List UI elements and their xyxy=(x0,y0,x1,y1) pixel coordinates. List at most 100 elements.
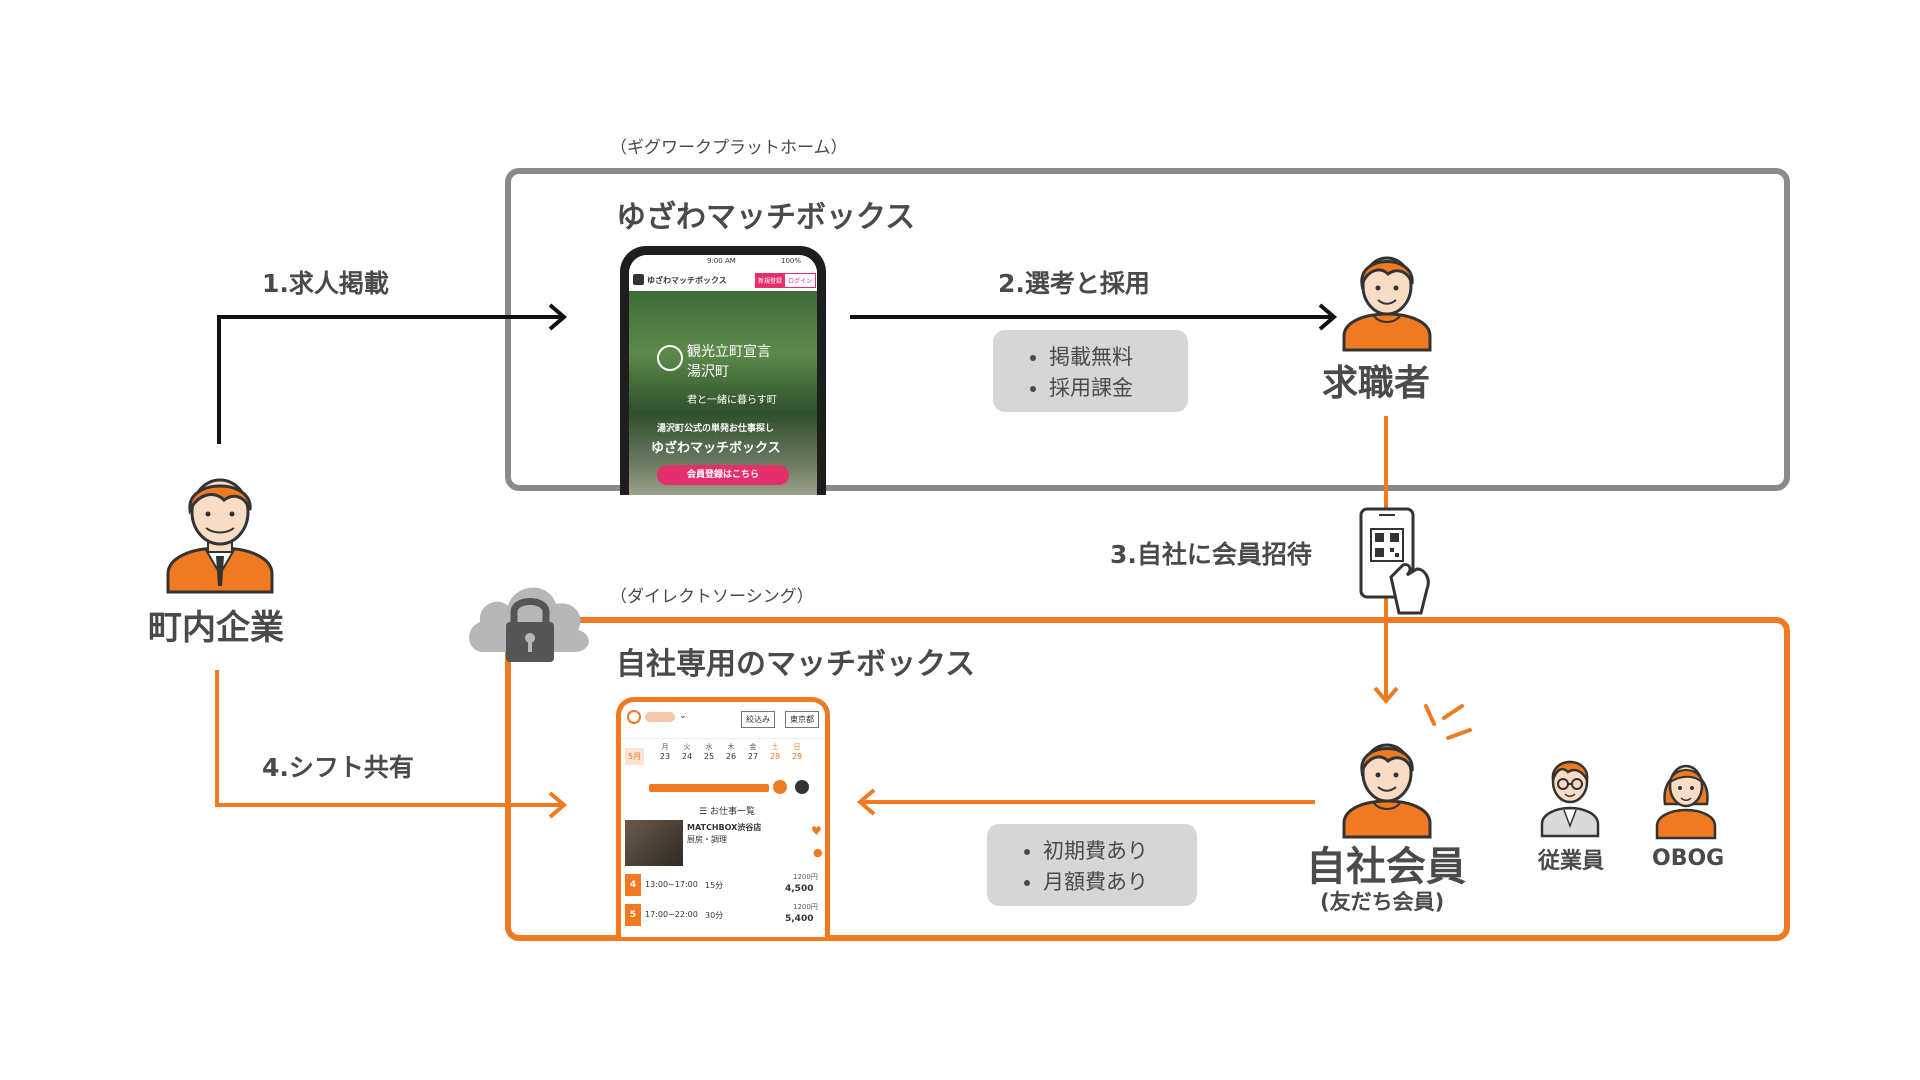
day-of-week: 水 xyxy=(705,743,713,751)
note-item: 初期費あり xyxy=(1043,836,1197,867)
phone-headline1: 観光立町宣言 xyxy=(687,344,771,360)
phone-time: 9:00 AM xyxy=(707,257,736,265)
shift-date: 4 xyxy=(625,874,641,896)
platform-phone-mockup: 9:00 AM 100% ゆざわマッチボックス 新規登録 ログイン 観光立町宣言… xyxy=(620,246,826,495)
step3-label: 3.自社に会員招待 xyxy=(1110,540,1312,569)
arrow-step2-head xyxy=(1318,303,1338,331)
shift-hourly: 1200円 xyxy=(793,903,818,911)
day-of-week: 火 xyxy=(683,743,691,751)
step4-label: 4.シフト共有 xyxy=(262,753,414,782)
shift-break: 15分 xyxy=(705,881,724,890)
list-title: ☰ お仕事一覧 xyxy=(699,807,755,817)
login-button[interactable]: ログイン xyxy=(784,273,817,288)
phone-app-header: ゆざわマッチボックス 新規登録 ログイン xyxy=(629,269,817,292)
shift-hourly: 1200円 xyxy=(793,873,818,881)
shift-break: 30分 xyxy=(705,911,724,920)
day-number: 24 xyxy=(681,752,693,761)
obog-label: OBOG xyxy=(1652,846,1725,871)
arrow-step1 xyxy=(217,315,562,444)
member-register-cta[interactable]: 会員登録はこちら xyxy=(657,465,789,485)
job-type: 厨房・調理 xyxy=(687,835,727,844)
app-logo-icon xyxy=(627,710,641,724)
town-emblem-icon xyxy=(657,345,683,371)
app-logo-icon xyxy=(633,274,644,285)
note-item: 月額費あり xyxy=(1043,867,1197,898)
location-pin-icon[interactable]: ● xyxy=(813,846,823,859)
register-button[interactable]: 新規登録 xyxy=(755,273,786,288)
note-item: 掲載無料 xyxy=(1049,342,1188,373)
region-button[interactable]: 東京都 xyxy=(785,711,819,728)
job-seeker-person-icon xyxy=(1342,256,1432,352)
direct-fee-note: 初期費あり 月額費あり xyxy=(987,824,1197,906)
phone-status-bar: 9:00 AM 100% xyxy=(629,255,817,269)
filter-button[interactable]: 絞込み xyxy=(741,711,775,728)
emphasis-marks-icon xyxy=(1424,704,1472,740)
day-of-week: 木 xyxy=(727,743,735,751)
favorite-heart-icon[interactable]: ♥ xyxy=(811,824,822,838)
job-card[interactable]: MATCHBOX渋谷店 厨房・調理 ♥ ● xyxy=(625,820,823,868)
step2-label: 2.選考と採用 xyxy=(998,269,1150,298)
day-number: 28 xyxy=(769,752,781,761)
company-label: 町内企業 xyxy=(148,608,284,648)
phone-sub2: ゆざわマッチボックス xyxy=(651,441,781,456)
phone-battery: 100% xyxy=(781,257,802,265)
time-range-bar[interactable] xyxy=(649,784,769,792)
employee-label: 従業員 xyxy=(1538,849,1605,874)
platform-title: ゆざわマッチボックス xyxy=(616,200,916,235)
shift-time: 17:00~22:00 xyxy=(645,910,698,919)
shift-total: 4,500 xyxy=(785,884,814,894)
platform-label: （ギグワークプラットホーム） xyxy=(610,138,848,158)
day-number: 25 xyxy=(703,752,715,761)
day-of-week: 金 xyxy=(749,743,757,751)
day-number: 26 xyxy=(725,752,737,761)
day-of-week: 日 xyxy=(793,743,801,751)
member-sublabel: (友だち会員) xyxy=(1320,890,1445,914)
direct-label: （ダイレクトソーシング） xyxy=(610,587,814,607)
day-number: 27 xyxy=(747,752,759,761)
employee-person-icon xyxy=(1540,760,1600,838)
shift-total: 5,400 xyxy=(785,914,814,924)
phone-headline2: 湯沢町 xyxy=(687,364,729,380)
job-seeker-label: 求職者 xyxy=(1322,363,1431,404)
obog-person-icon xyxy=(1655,764,1717,840)
note-item: 採用課金 xyxy=(1049,373,1188,404)
phone-hero-image: 観光立町宣言 湯沢町 君と一緒に暮らす町 湯沢町公式の単発お仕事探し ゆざわマッ… xyxy=(629,291,817,495)
platform-fee-note: 掲載無料 採用課金 xyxy=(993,330,1188,412)
member-person-icon xyxy=(1342,743,1432,839)
shift-time: 13:00~17:00 xyxy=(645,880,698,889)
month-label: 5月 xyxy=(625,748,645,765)
day-of-week: 月 xyxy=(661,743,669,751)
cloud-lock-icon xyxy=(469,587,589,662)
yen-icon[interactable] xyxy=(795,780,809,794)
chevron-down-icon[interactable]: ⌄ xyxy=(679,711,687,721)
qr-code-phone-icon xyxy=(1359,507,1430,615)
member-label: 自社会員 xyxy=(1306,844,1466,890)
arrow-member-head xyxy=(856,788,876,816)
tablet-header: ⌄ 絞込み 東京都 xyxy=(621,702,825,739)
arrow-step1-head xyxy=(548,303,568,331)
arrow-step4 xyxy=(215,670,562,807)
arrow-step3-head xyxy=(1373,686,1399,705)
step1-label: 1.求人掲載 xyxy=(262,269,389,298)
shift-row[interactable]: 4 13:00~17:00 15分 1200円 4,500 xyxy=(625,872,821,898)
direct-title: 自社専用のマッチボックス xyxy=(616,647,976,682)
direct-sourcing-box xyxy=(505,617,1790,941)
phone-tagline: 君と一緒に暮らす町 xyxy=(687,395,777,406)
day-of-week: 土 xyxy=(771,743,779,751)
phone-screen: 9:00 AM 100% ゆざわマッチボックス 新規登録 ログイン 観光立町宣言… xyxy=(629,255,817,495)
time-slider[interactable] xyxy=(625,778,821,798)
clock-icon[interactable] xyxy=(773,780,787,794)
job-thumbnail xyxy=(625,820,683,866)
day-number: 23 xyxy=(659,752,671,761)
